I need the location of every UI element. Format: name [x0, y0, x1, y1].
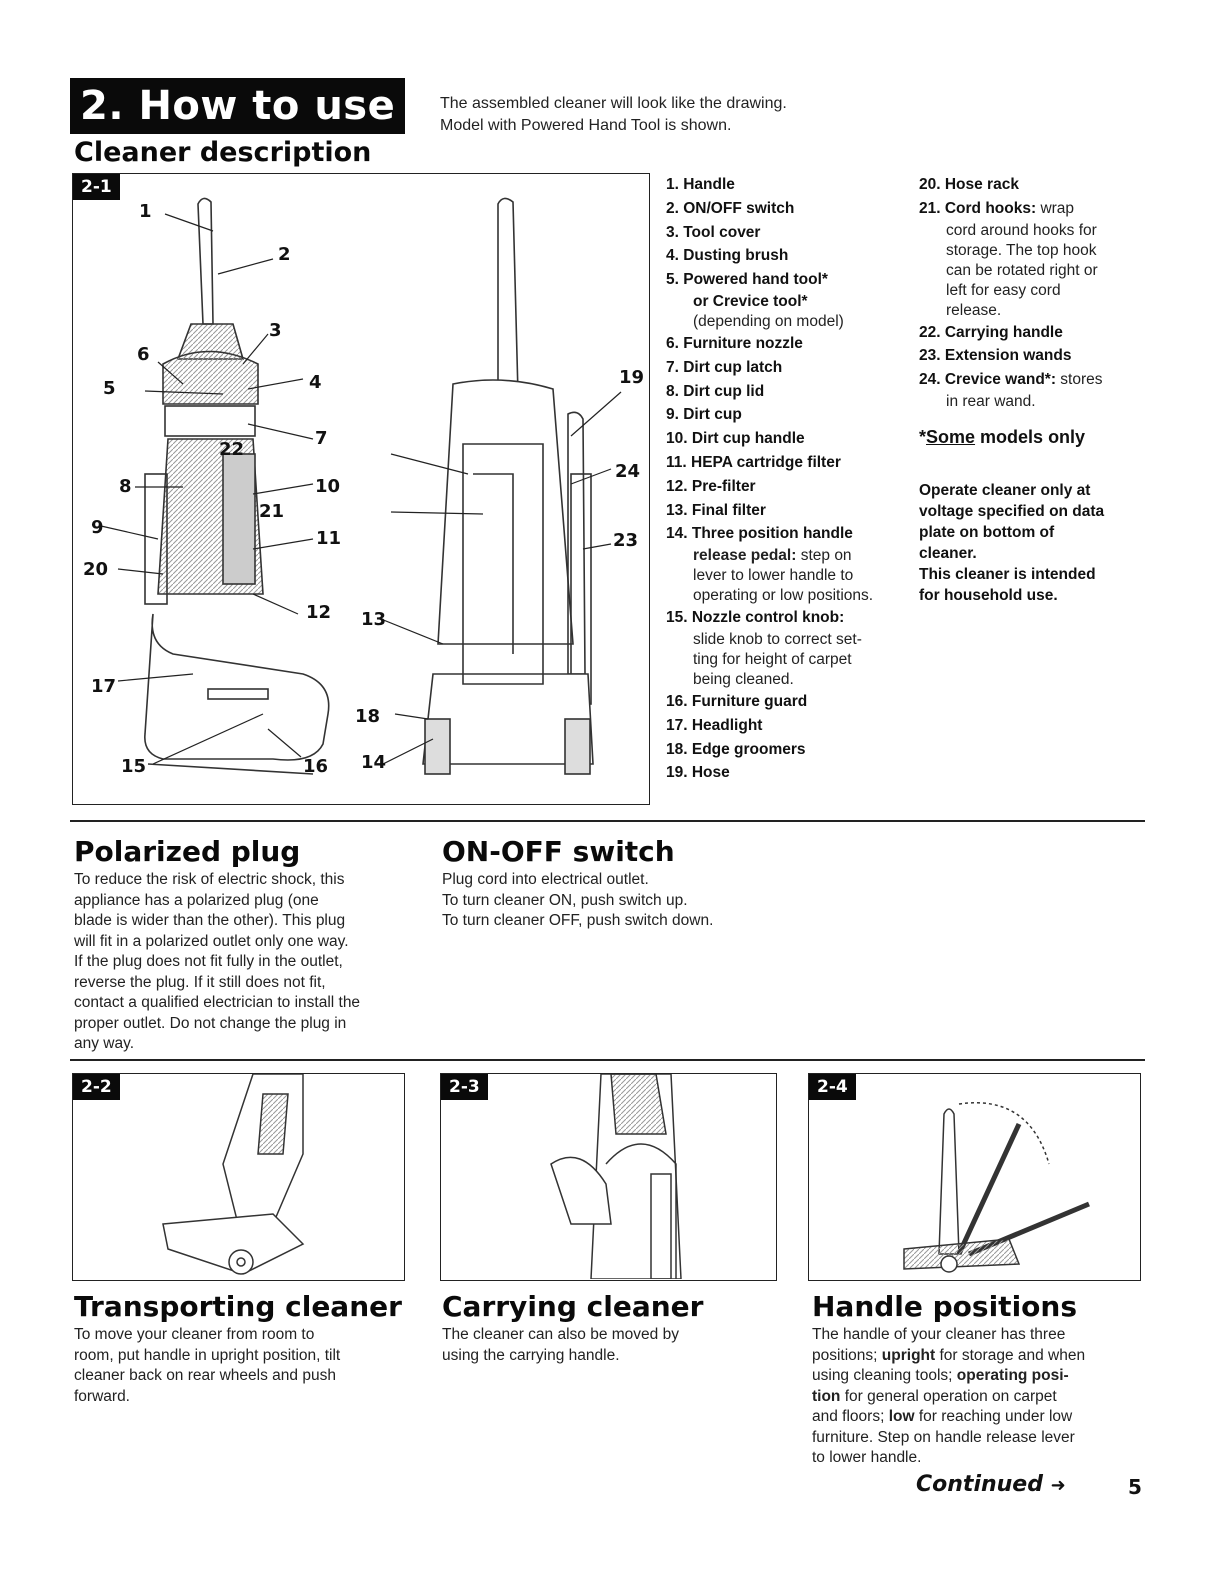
figure-tag: 2-4 [809, 1074, 856, 1100]
callout-9: 9 [91, 517, 104, 538]
callout-13: 13 [361, 609, 387, 630]
continued-label: Continued ➜ [916, 1472, 1066, 1497]
page-number: 5 [1128, 1475, 1142, 1499]
callout-11: 11 [316, 528, 342, 549]
polarized-plug-text: To reduce the risk of electric shock, th… [74, 871, 361, 1052]
callout-8: 8 [119, 476, 132, 497]
handle-positions-title: Handle positions [812, 1290, 1078, 1323]
callout-7: 7 [315, 428, 328, 449]
carrying-illustration [550, 1074, 682, 1279]
divider [70, 820, 1145, 822]
callout-19: 19 [619, 367, 645, 388]
transporting-cleaner-title: Transporting cleaner [74, 1290, 402, 1323]
voltage-warning: Operate cleaner only at voltage specifie… [919, 481, 1105, 604]
cleaner-description-title: Cleaner description [74, 137, 372, 168]
callout-4: 4 [309, 372, 322, 393]
callout-12: 12 [306, 602, 332, 623]
on-off-switch-title: ON-OFF switch [442, 835, 675, 868]
parts-list-2: 20. Hose rack 21. Cord hooks: wrap cord … [919, 173, 1144, 606]
callout-18: 18 [355, 706, 381, 727]
callout-16: 16 [303, 756, 329, 777]
handle-positions-text: The handle of your cleaner has three pos… [812, 1326, 1086, 1466]
arrow-right-icon: ➜ [1050, 1475, 1066, 1496]
transport-illustration [162, 1074, 305, 1275]
divider [70, 1059, 1145, 1061]
figure-tag: 2-2 [73, 1074, 120, 1100]
transporting-cleaner-text: To move your cleaner from room to room, … [74, 1326, 341, 1405]
vacuum-diagram [100, 197, 622, 775]
callout-15: 15 [121, 756, 147, 777]
figure-tag: 2-3 [441, 1074, 488, 1100]
section-title-bar: 2. How to use [70, 78, 405, 134]
callout-3: 3 [269, 320, 282, 341]
some-models-note: *Some models only [919, 426, 1086, 447]
callout-2: 2 [278, 244, 291, 265]
callout-1: 1 [139, 201, 152, 222]
figure-2-3: 2-3 [440, 1073, 777, 1281]
carrying-cleaner-text: The cleaner can also be moved by using t… [442, 1326, 679, 1364]
callout-6: 6 [137, 344, 150, 365]
callout-21: 21 [259, 501, 285, 522]
intro-text: The assembled cleaner will look like the… [440, 95, 787, 134]
callout-17: 17 [91, 676, 117, 697]
figure-2-1: 2-1 [72, 173, 650, 805]
callout-23: 23 [613, 530, 639, 551]
figure-2-4: 2-4 [808, 1073, 1141, 1281]
callout-20: 20 [83, 559, 109, 580]
callout-24: 24 [615, 461, 641, 482]
parts-list-1: 1. Handle 2. ON/OFF switch 3. Tool cover… [666, 176, 874, 782]
figure-tag: 2-1 [73, 174, 120, 200]
handle-positions-illustration [903, 1102, 1090, 1273]
figure-2-2: 2-2 [72, 1073, 405, 1281]
carrying-cleaner-title: Carrying cleaner [442, 1290, 704, 1323]
callout-10: 10 [315, 476, 341, 497]
callout-5: 5 [103, 378, 116, 399]
on-off-switch-text: Plug cord into electrical outlet. To tur… [442, 871, 714, 929]
callout-14: 14 [361, 752, 387, 773]
callout-22: 22 [219, 439, 245, 460]
polarized-plug-title: Polarized plug [74, 835, 301, 868]
